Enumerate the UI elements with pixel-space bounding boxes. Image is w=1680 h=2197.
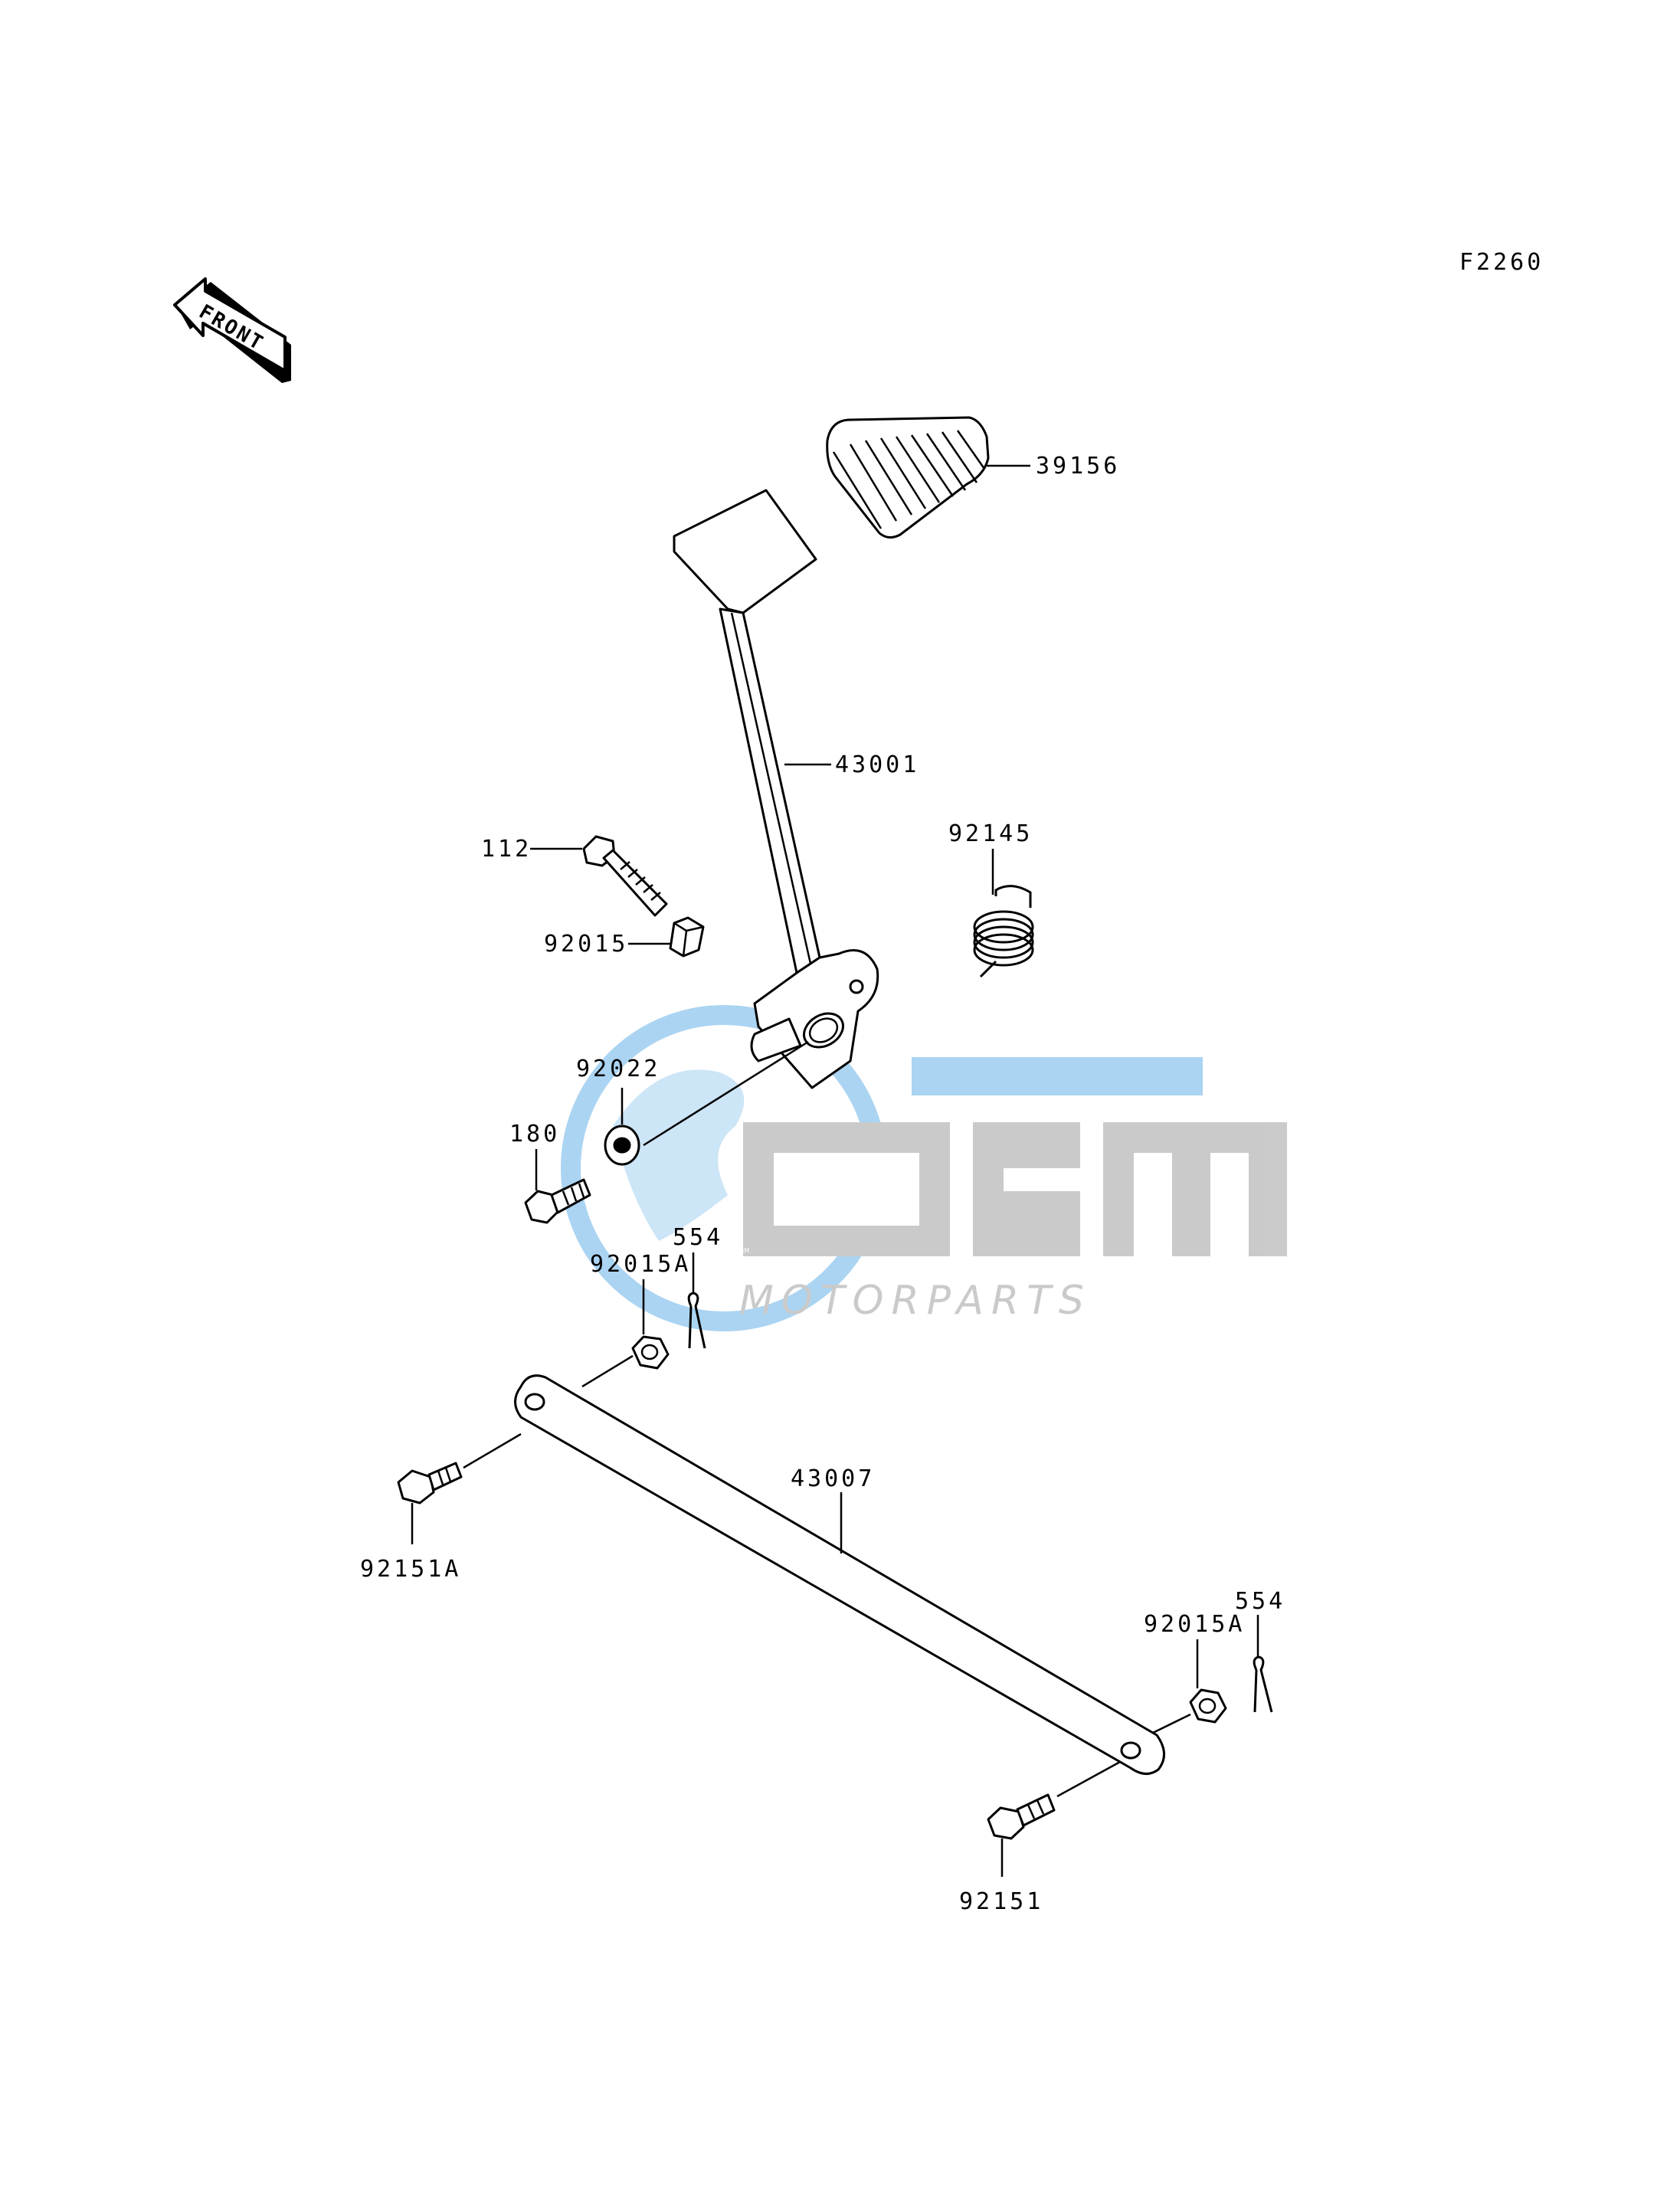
diagram-code: F2260 bbox=[1459, 249, 1544, 276]
brake-rod bbox=[514, 1374, 1165, 1775]
label-92015a-right: 92015A bbox=[1144, 1611, 1245, 1638]
brake-pedal bbox=[673, 489, 879, 1089]
front-arrow-icon: FRONT bbox=[173, 277, 291, 383]
label-92151a: 92151A bbox=[360, 1556, 461, 1583]
label-554-lower: 554 bbox=[1235, 1588, 1285, 1615]
flange-nut-right bbox=[1189, 1688, 1227, 1724]
label-554-upper: 554 bbox=[673, 1224, 723, 1251]
hex-bolt-right bbox=[987, 1793, 1056, 1840]
watermark-brand: OSM bbox=[735, 1247, 749, 1254]
watermark-subtitle: MOTORPARTS bbox=[739, 1278, 1092, 1324]
label-92015: 92015 bbox=[544, 931, 628, 958]
label-92015a-left: 92015A bbox=[590, 1251, 691, 1278]
flange-nut-left bbox=[631, 1335, 670, 1370]
label-43001: 43001 bbox=[835, 751, 919, 778]
label-92151: 92151 bbox=[959, 1888, 1043, 1915]
flat-washer bbox=[604, 1125, 640, 1166]
label-180: 180 bbox=[509, 1121, 560, 1148]
label-92145: 92145 bbox=[948, 820, 1033, 847]
watermark-logo: OSM MOTORPARTS bbox=[561, 1005, 1287, 1331]
mounting-bolt bbox=[524, 1178, 591, 1224]
pedal-rubber-pad bbox=[826, 416, 990, 539]
pivot-bolt bbox=[582, 835, 668, 917]
flange-bolt-left bbox=[397, 1462, 463, 1505]
return-spring bbox=[973, 885, 1034, 978]
label-43007: 43007 bbox=[791, 1465, 875, 1492]
small-nut bbox=[669, 916, 705, 958]
label-39156: 39156 bbox=[1036, 453, 1120, 480]
cotter-pin-lower bbox=[1253, 1655, 1273, 1713]
label-92022: 92022 bbox=[576, 1056, 660, 1082]
label-112: 112 bbox=[481, 836, 532, 863]
cotter-pin-upper bbox=[687, 1292, 706, 1349]
